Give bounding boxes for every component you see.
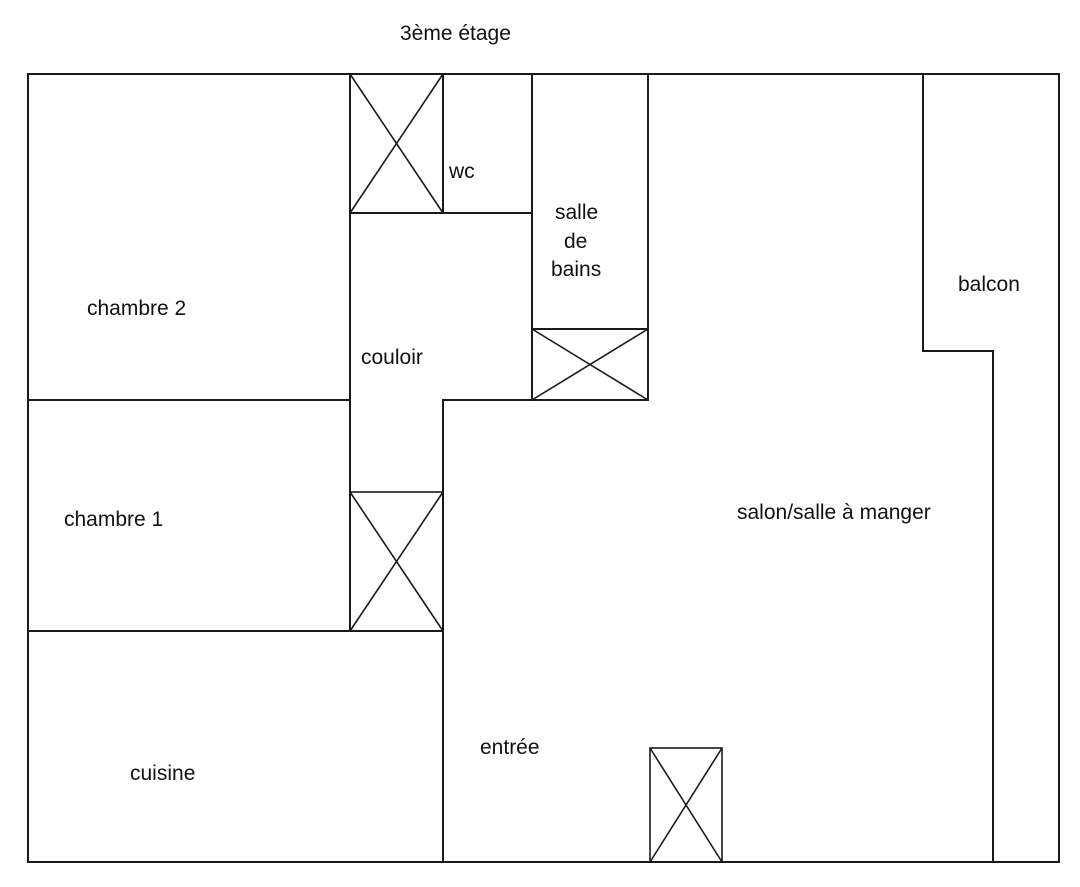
floor-title: 3ème étage [400, 22, 511, 45]
shaft-bathroom [531, 328, 649, 401]
room-label-de: de [564, 230, 587, 253]
room-label-chambre-1: chambre 1 [64, 508, 163, 531]
room-label-couloir: couloir [361, 346, 423, 369]
room-label-balcon: balcon [958, 273, 1020, 296]
room-label-salon: salon/salle à manger [737, 501, 931, 524]
room-label-chambre-2: chambre 2 [87, 297, 186, 320]
room-label-salle: salle [555, 201, 598, 224]
shaft-couloir [349, 491, 444, 632]
room-label-cuisine: cuisine [130, 762, 195, 785]
room-label-entree: entrée [480, 736, 540, 759]
outer-wall [27, 73, 1060, 863]
shaft-entree [649, 747, 723, 863]
shaft-wc [349, 73, 444, 214]
room-label-bains: bains [551, 258, 601, 281]
room-label-wc: wc [448, 160, 475, 183]
